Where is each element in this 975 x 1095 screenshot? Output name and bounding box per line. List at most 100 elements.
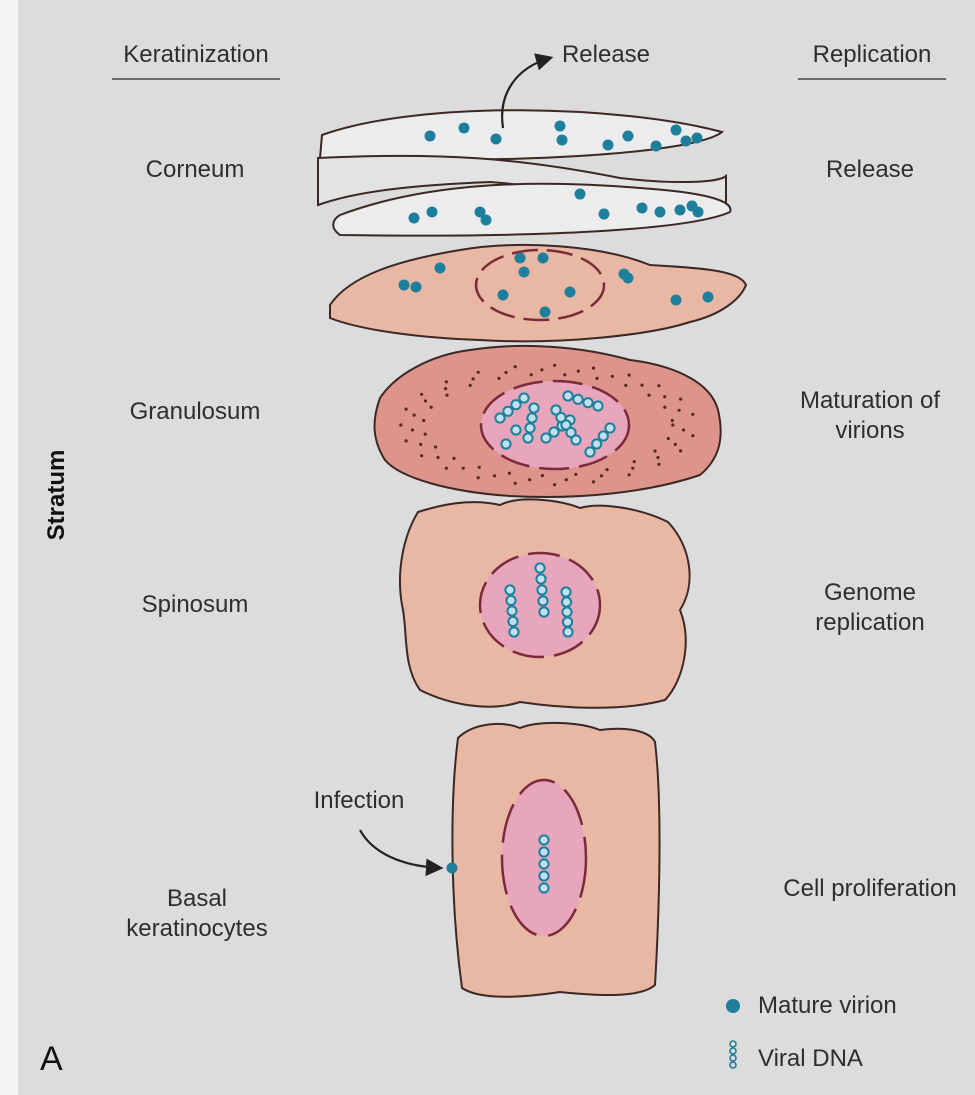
label-genome-replication: Genome replication	[790, 578, 950, 638]
corneum-cell-bottom	[333, 184, 730, 236]
viral-dna-bead	[536, 574, 545, 583]
keratohyalin-granule	[577, 370, 580, 373]
header-keratinization: Keratinization	[112, 40, 280, 80]
keratohyalin-granule	[674, 443, 677, 446]
mature-virion	[693, 207, 704, 218]
mature-virion	[411, 282, 422, 293]
mature-virion	[623, 131, 634, 142]
keratohyalin-granule	[654, 449, 657, 452]
viral-dna-bead	[561, 587, 570, 596]
keratohyalin-granule	[504, 371, 507, 374]
mature-virion	[459, 123, 470, 134]
mature-virion	[599, 209, 610, 220]
viral-dna-bead	[563, 617, 572, 626]
keratohyalin-granule	[399, 423, 402, 426]
keratohyalin-granule	[691, 413, 694, 416]
label-cell-proliferation: Cell proliferation	[770, 874, 970, 904]
legend-viral-dna: Viral DNA	[726, 1040, 863, 1077]
viral-dna-bead	[511, 400, 520, 409]
viral-dna-bead	[563, 627, 572, 636]
viral-dna-bead	[495, 413, 504, 422]
keratohyalin-granule	[563, 373, 566, 376]
mature-virion	[655, 207, 666, 218]
keratohyalin-granule	[413, 414, 416, 417]
viral-dna-bead	[506, 596, 515, 605]
mature-virion	[515, 253, 526, 264]
keratohyalin-granule	[445, 394, 448, 397]
viral-dna-bead	[539, 607, 548, 616]
keratohyalin-granule	[663, 406, 666, 409]
keratohyalin-granule	[628, 374, 631, 377]
keratohyalin-granule	[462, 467, 465, 470]
keratohyalin-granule	[530, 373, 533, 376]
mature-virion	[555, 121, 566, 132]
keratohyalin-granule	[667, 437, 670, 440]
infection-arrow	[360, 830, 440, 868]
keratohyalin-granule	[553, 483, 556, 486]
keratohyalin-granule	[678, 409, 681, 412]
viral-dna-bead	[509, 627, 518, 636]
keratohyalin-granule	[469, 384, 472, 387]
keratohyalin-granule	[420, 454, 423, 457]
mature-virion	[557, 135, 568, 146]
keratohyalin-granule	[679, 449, 682, 452]
viral-dna-bead	[501, 439, 510, 448]
keratohyalin-granule	[592, 480, 595, 483]
label-spinosum: Spinosum	[120, 590, 270, 620]
viral-dna-bead	[593, 401, 602, 410]
mature-virion	[565, 287, 576, 298]
viral-dna-bead	[539, 871, 548, 880]
viral-dna-bead	[508, 617, 517, 626]
label-granulosum: Granulosum	[110, 397, 280, 427]
viral-dna-bead	[571, 435, 580, 444]
keratohyalin-granule	[663, 395, 666, 398]
mature-virion	[481, 215, 492, 226]
mature-virion	[519, 267, 530, 278]
keratohyalin-granule	[631, 467, 634, 470]
label-basal-keratinocytes: Basal keratinocytes	[112, 884, 282, 944]
mature-virion	[491, 134, 502, 145]
keratohyalin-granule	[671, 419, 674, 422]
mature-virion	[435, 263, 446, 274]
viral-dna-bead	[585, 447, 594, 456]
keratohyalin-granule	[528, 478, 531, 481]
keratohyalin-granule	[436, 456, 439, 459]
keratohyalin-granule	[424, 433, 427, 436]
keratohyalin-granule	[565, 478, 568, 481]
keratohyalin-granule	[624, 384, 627, 387]
keratohyalin-granule	[424, 399, 427, 402]
corneum-cell-top	[320, 110, 722, 160]
keratohyalin-granule	[671, 423, 674, 426]
keratohyalin-granule	[514, 482, 517, 485]
keratohyalin-granule	[452, 457, 455, 460]
keratohyalin-granule	[478, 466, 481, 469]
keratohyalin-granule	[574, 473, 577, 476]
keratohyalin-granule	[540, 368, 543, 371]
keratohyalin-granule	[430, 406, 433, 409]
mature-virion	[703, 292, 714, 303]
legend-mature-virion: Mature virion	[726, 992, 897, 1020]
mature-virion	[675, 205, 686, 216]
mature-virion	[671, 295, 682, 306]
viral-dna-bead	[605, 423, 614, 432]
viral-dna-bead	[523, 433, 532, 442]
mature-virion-icon	[726, 992, 748, 1020]
mature-virion	[603, 140, 614, 151]
viral-dna-bead	[562, 607, 571, 616]
mature-virion	[692, 133, 703, 144]
viral-dna-bead	[537, 585, 546, 594]
mature-virion	[575, 189, 586, 200]
viral-dna-bead	[525, 423, 534, 432]
keratohyalin-granule	[640, 384, 643, 387]
viral-dna-bead	[599, 431, 608, 440]
keratohyalin-granule	[405, 408, 408, 411]
keratohyalin-granule	[657, 463, 660, 466]
keratohyalin-granule	[553, 364, 556, 367]
header-replication: Replication	[798, 40, 946, 80]
mature-virion	[447, 863, 458, 874]
mature-virion	[498, 290, 509, 301]
nucleus-basal	[502, 780, 586, 936]
keratohyalin-granule	[477, 476, 480, 479]
mature-virion	[623, 273, 634, 284]
